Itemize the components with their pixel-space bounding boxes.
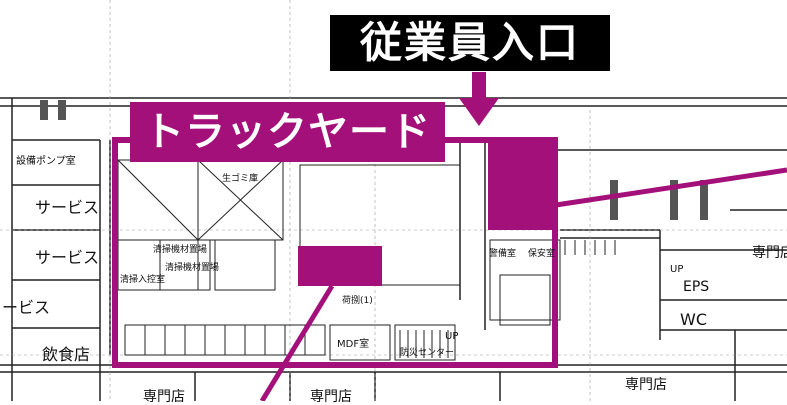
room-eps: EPS	[683, 279, 710, 295]
room-shop-3: 専門店	[625, 377, 667, 393]
room-cleaning-room: 清掃入控室	[120, 275, 166, 285]
room-service-3: ービス	[2, 298, 51, 317]
room-service-2: サービス	[35, 248, 100, 267]
room-restaurant: 飲食店	[42, 345, 91, 364]
stall-row	[124, 324, 326, 356]
leader-line-bottom	[259, 284, 335, 401]
yard-block-center	[298, 246, 382, 286]
room-unloading: 荷捌(1)	[342, 296, 373, 306]
leader-line-right	[555, 167, 787, 208]
room-wc: WC	[680, 310, 707, 329]
stair-hatch	[399, 240, 616, 358]
entrance-arrow	[459, 72, 499, 126]
room-disaster-prevention: 防災センター	[400, 348, 455, 358]
track-yard-label: トラックヤード	[130, 102, 445, 162]
room-cleaning-material: 清掃機材置場	[165, 263, 220, 273]
columns	[40, 100, 708, 220]
room-shop-4: 専門店	[752, 245, 787, 261]
room-waste-place: 清掃機材置場	[153, 245, 208, 255]
room-guard: 保安室	[528, 249, 556, 259]
room-raw-garbage: 生ゴミ庫	[222, 174, 259, 184]
room-shop-1: 専門店	[143, 389, 185, 405]
room-pump-room: 設備ポンプ室	[16, 156, 76, 167]
yard-block-right	[488, 140, 556, 230]
entrance-label: 従業員入口	[330, 15, 610, 71]
stair-up-label: UP	[445, 331, 459, 342]
room-shop-2: 専門店	[310, 389, 352, 405]
room-security: 警備室	[489, 249, 517, 259]
stair-up-label-2: UP	[670, 264, 684, 275]
room-mdf: MDF室	[337, 339, 370, 350]
room-service-1: サービス	[35, 198, 100, 217]
